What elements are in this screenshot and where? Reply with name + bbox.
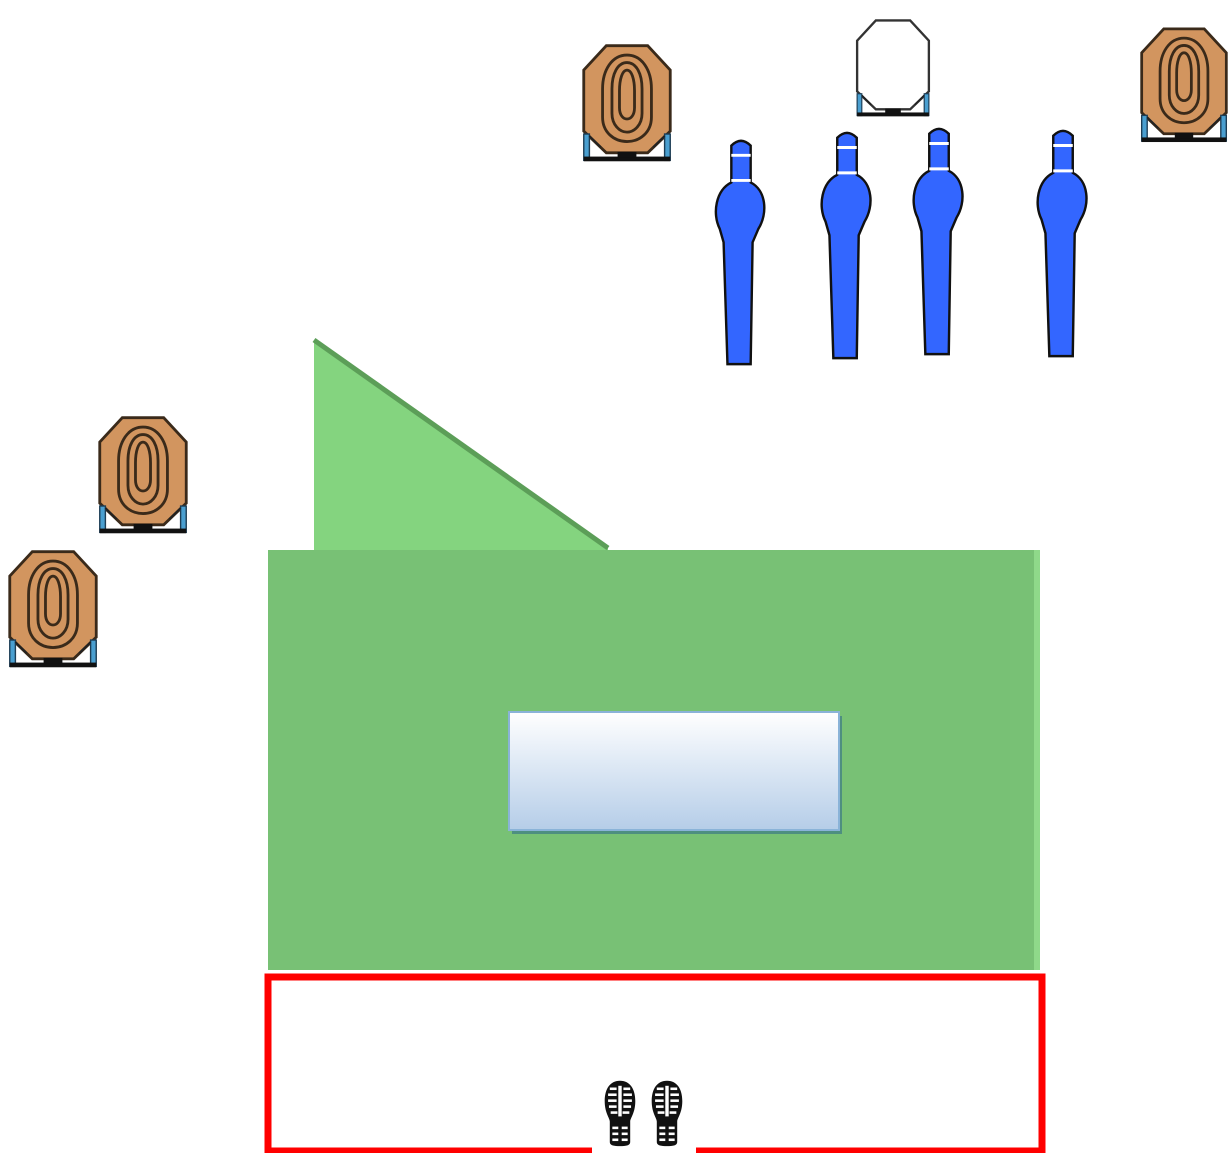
popper-1 [714,139,766,366]
no-shoot-target [855,18,931,118]
wing-wall-edge [312,337,610,551]
footprints-icon [604,1080,683,1147]
window-port [508,711,840,831]
paper-target-left-lower [8,550,98,669]
popper-3 [912,127,965,356]
popper-4 [1036,129,1089,358]
paper-target-left-upper [98,416,188,535]
paper-target-top-left [582,44,672,163]
popper-2 [820,131,873,360]
barricade-wall-edge [1034,550,1040,970]
left-boot-icon [604,1080,636,1147]
shooting-box-fault-line [264,973,1046,1153]
paper-target-top-right [1140,27,1228,144]
right-boot-icon [651,1080,683,1147]
